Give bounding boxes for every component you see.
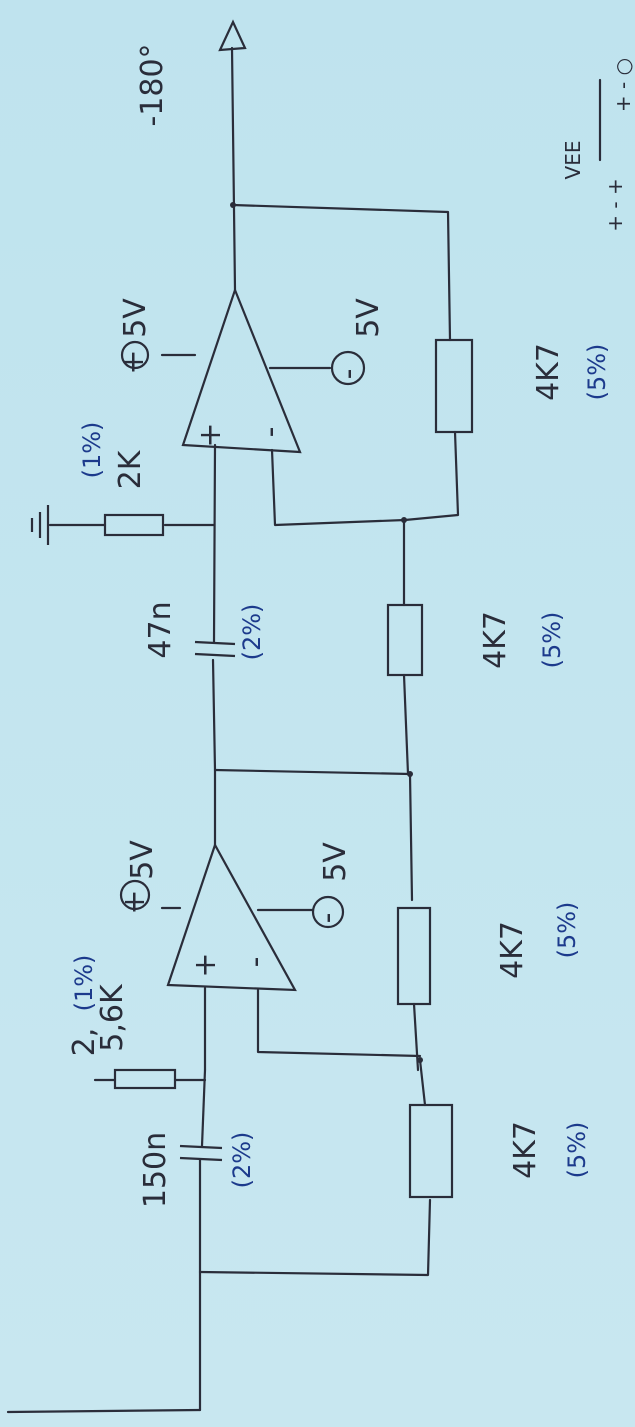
output-arrow — [218, 19, 247, 52]
stage1-opamp-plus: + — [188, 952, 223, 977]
stage2-r2-tol: (5%) — [583, 344, 611, 401]
stage1-res-value: 5,6K — [95, 983, 130, 1052]
stage1-bottom-rail — [198, 1198, 432, 1277]
stage1-feedback-top — [213, 768, 412, 776]
stage2-vminus-label: 5V — [351, 298, 386, 338]
stage2-r2-lower-wire — [403, 430, 460, 522]
stage2-vplus-circle — [120, 340, 150, 370]
stage2-opamp — [181, 286, 302, 454]
stage2-input-wire — [211, 658, 217, 772]
stage2-res-tol: (1%) — [78, 422, 106, 479]
stage2-feedback-top — [231, 203, 452, 342]
ground-symbol — [30, 505, 50, 545]
stage2-resistor-2k — [103, 513, 165, 537]
stage2-r1-tol: (5%) — [538, 612, 566, 669]
stage1-r2-value: 4K7 — [508, 1121, 543, 1179]
vee-signs-1: + - + — [603, 178, 627, 231]
stage2-minus-input-wire — [270, 448, 407, 527]
stage1-cap-wire-upper — [200, 1068, 207, 1148]
stage1-r1-value: 4K7 — [495, 921, 530, 979]
stage1-r1-tol: (5%) — [553, 902, 581, 959]
stage1-vplus-label: 5V — [125, 840, 160, 880]
stage1-r2-tol: (5%) — [563, 1122, 591, 1179]
stage2-resistor-r1 — [386, 603, 424, 677]
stage1-opamp — [166, 842, 297, 992]
stage1-capacitor — [179, 1144, 223, 1162]
stage2-opamp-minus: - — [253, 427, 288, 438]
stage1-vplus-circle — [119, 879, 151, 911]
stage2-capacitor — [194, 640, 236, 658]
stage1-resistor-r2 — [408, 1103, 454, 1199]
stage1-minus-input-wire — [256, 988, 422, 1058]
stage2-cap-upper-wire — [212, 443, 217, 644]
stage1-res-tol: (1%) — [70, 955, 98, 1012]
stage2-res-value: 2K — [113, 449, 148, 489]
stage2-opamp-plus: + — [193, 422, 228, 447]
stage2-cap-value: 47n — [143, 601, 178, 658]
stage2-r1-lower-wire — [402, 673, 410, 776]
stage2-vplus-label: 5V — [118, 298, 153, 338]
output-wire — [230, 46, 237, 292]
stage1-vminus-circle — [311, 895, 345, 929]
stage2-vminus-sign: - — [331, 369, 366, 380]
vee-label: VEE — [561, 141, 585, 180]
stage2-cap-tol: (2%) — [238, 604, 266, 661]
input-bottom-wire — [6, 1408, 202, 1414]
stage1-vminus-sign: - — [310, 913, 345, 924]
stage1-vplus-sign: + — [117, 889, 152, 914]
output-phase-label: -180° — [135, 43, 170, 126]
stage1-cap-tol: (2%) — [228, 1132, 256, 1189]
stage2-r2-value: 4K7 — [531, 343, 566, 401]
stage1-node-link — [418, 1058, 427, 1107]
stage2-resistor-r2 — [434, 338, 474, 434]
vee-signs-2: + - ○ — [611, 58, 635, 112]
stage2-vplus-sign: + — [116, 349, 151, 374]
stage1-resistor-56k — [113, 1068, 177, 1090]
stage1-res-prefix: 2, — [67, 1028, 102, 1057]
stage1-cap-value: 150n — [138, 1132, 173, 1208]
stage1-vminus-label: 5V — [318, 842, 353, 882]
stage2-vminus-circle — [330, 350, 366, 386]
stage1-resistor-r1 — [396, 906, 432, 1006]
stage1-opamp-minus: - — [238, 957, 273, 968]
stage2-r1-value: 4K7 — [478, 611, 513, 669]
stage1-right-rail — [408, 772, 414, 902]
